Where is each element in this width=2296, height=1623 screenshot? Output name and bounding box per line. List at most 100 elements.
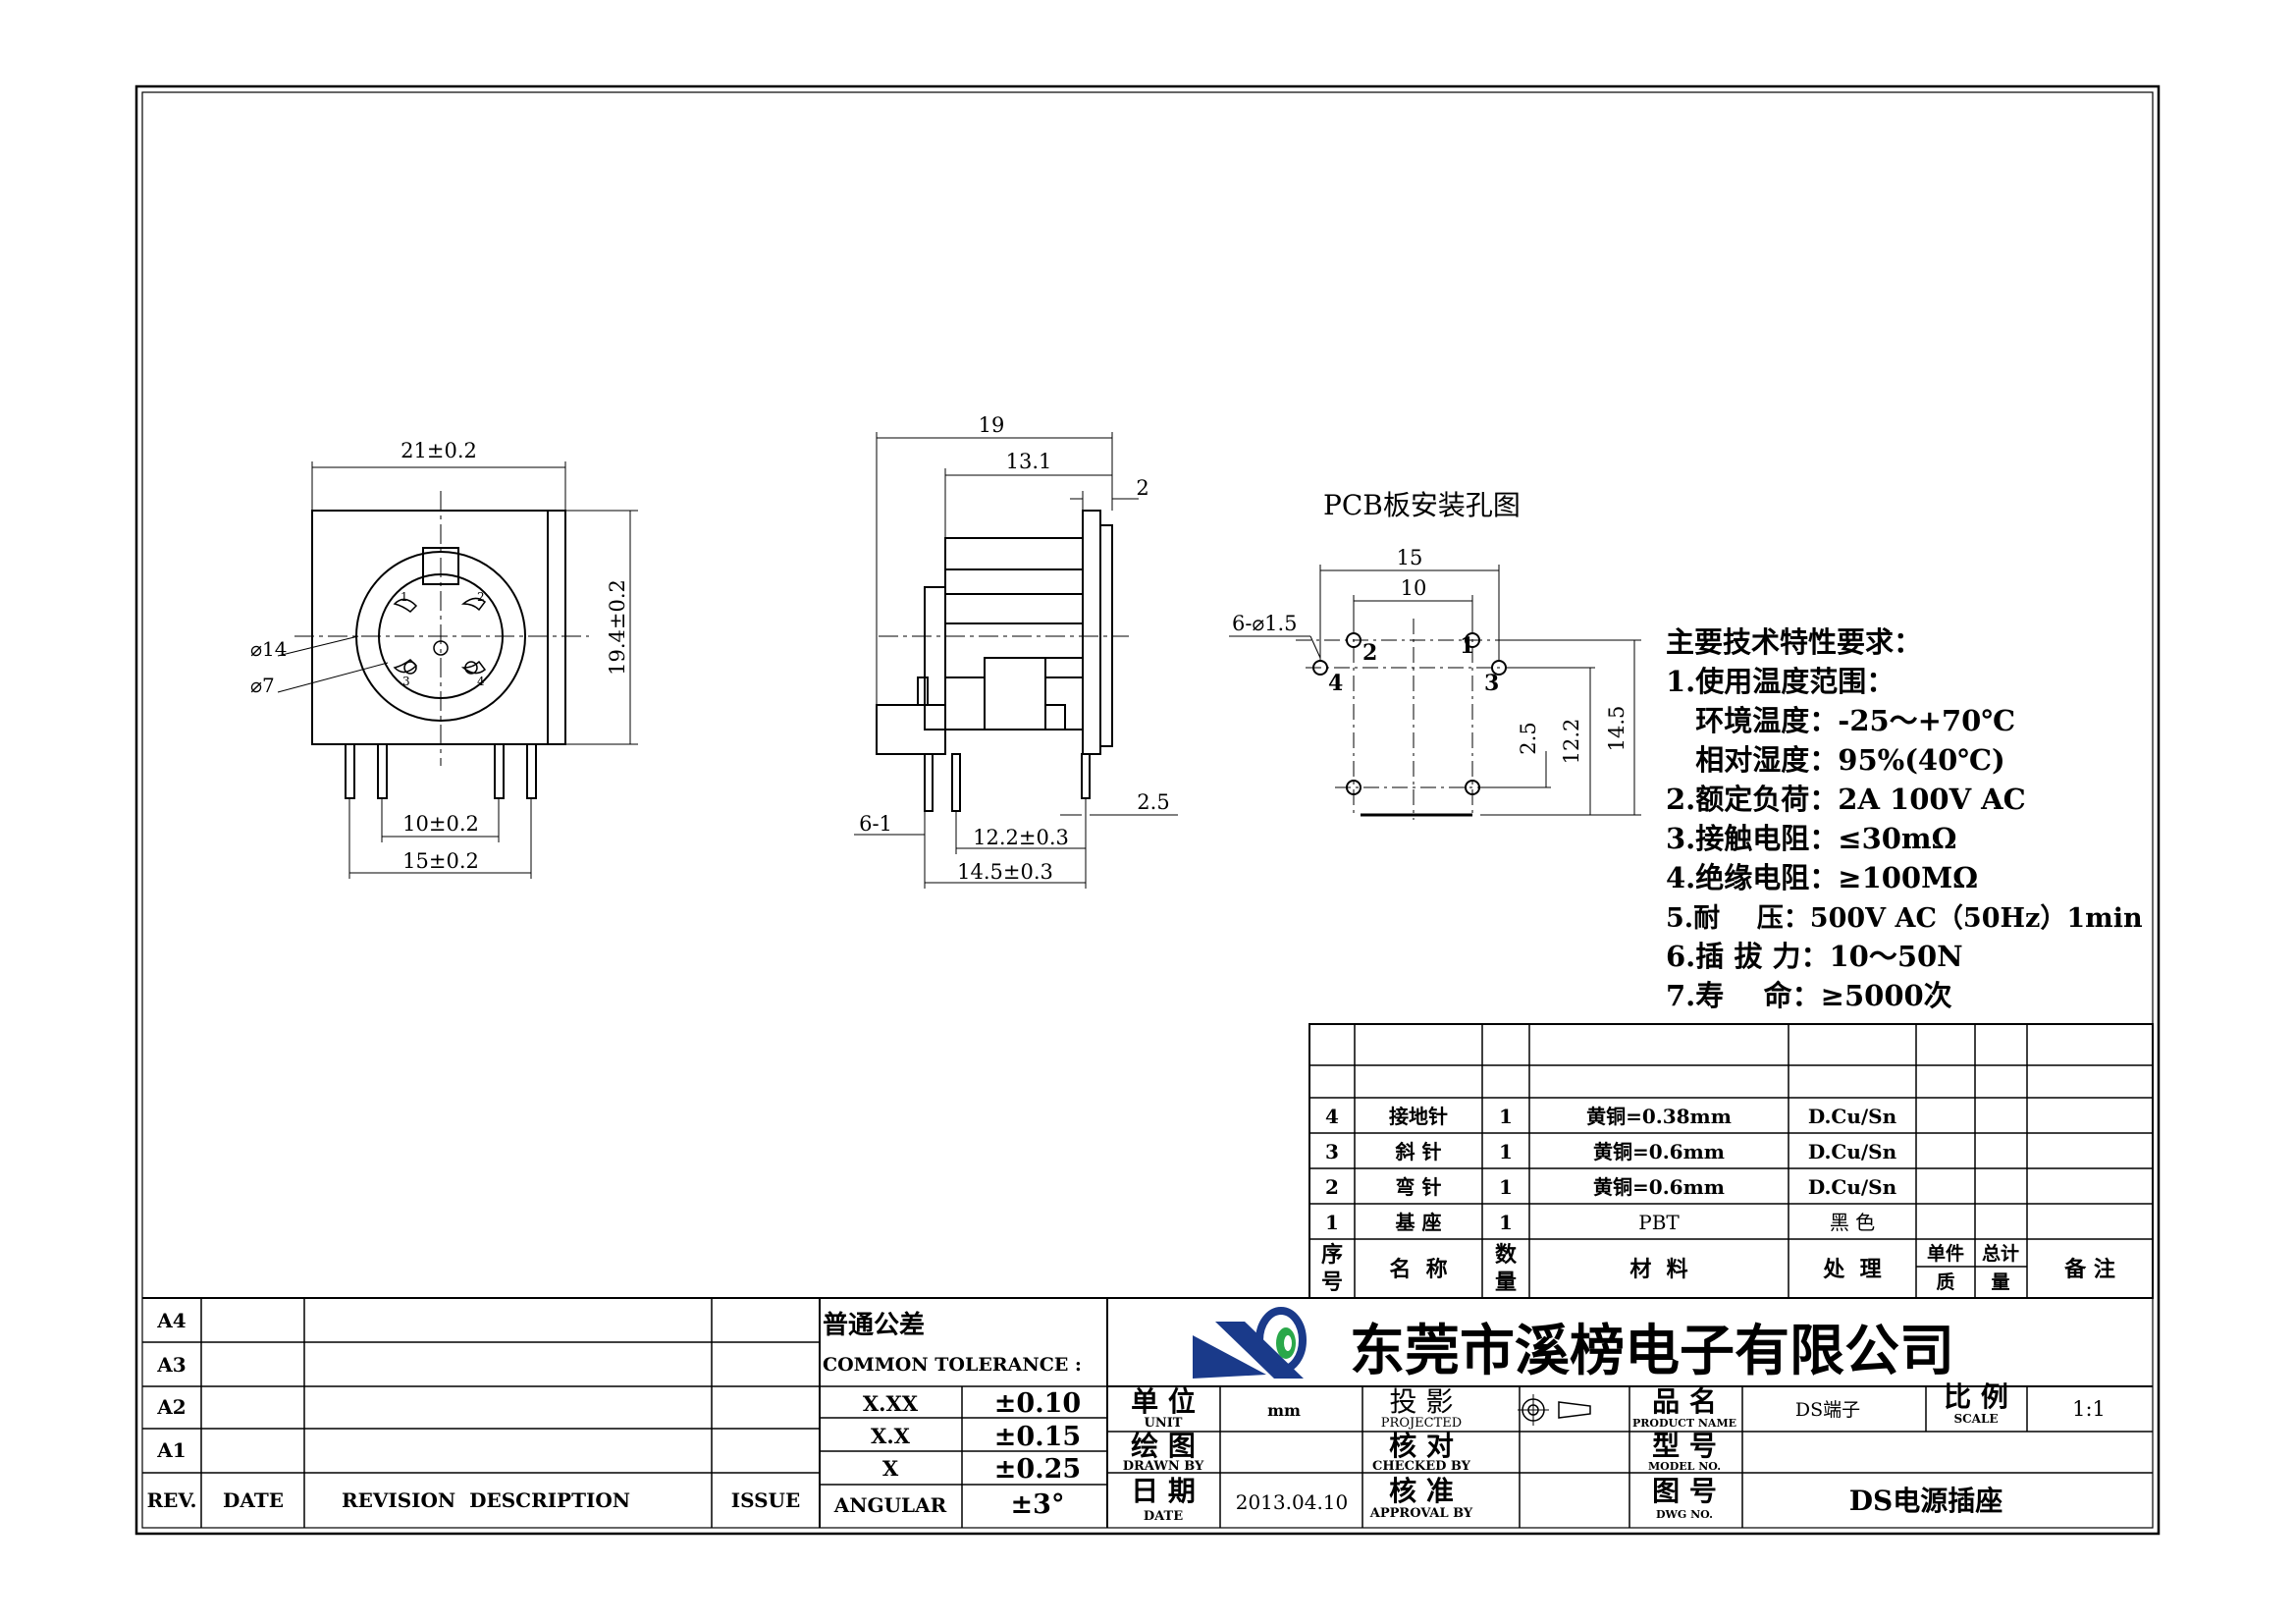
hdr-material: 材 料: [1629, 1257, 1687, 1282]
drawing-no-label-en: DWG NO.: [1656, 1508, 1713, 1521]
pcb-title: PCB板安装孔图: [1323, 489, 1521, 521]
side-dim-2: 2: [1136, 476, 1148, 500]
side-view: [854, 432, 1178, 889]
rev-header-issue: ISSUE: [731, 1488, 801, 1512]
spec-line: 3.接触电阻：≤30mΩ: [1666, 822, 1956, 855]
product-name-label: 品 名: [1652, 1385, 1717, 1418]
pcb-view: [1229, 565, 1641, 820]
pin-number: 4: [477, 675, 485, 688]
bom-name: 斜 针: [1395, 1140, 1442, 1163]
model-label: 型 号: [1652, 1430, 1717, 1462]
pcb-hole-label: 3: [1484, 671, 1499, 696]
bom-header: 序 号 名 称 数 量 材 料 处 理 单件 质 总计 量 备 注: [1321, 1242, 2115, 1295]
bom-material: 黄铜=0.6mm: [1593, 1175, 1725, 1199]
hdr-no: 序: [1321, 1242, 1343, 1268]
date-label-en: DATE: [1144, 1509, 1183, 1524]
date-label: 日 期: [1131, 1475, 1196, 1507]
specs-title: 主要技术特性要求：: [1666, 625, 1922, 659]
scale-label: 比 例: [1944, 1380, 2008, 1413]
front-width-dim: 21±0.2: [400, 439, 477, 462]
pcb-hole-label: 4: [1328, 671, 1343, 696]
product-name-value: DS端子: [1795, 1399, 1860, 1421]
pcb-hole-label: 2: [1362, 640, 1377, 666]
pcb-hole-label: 1: [1460, 633, 1474, 659]
bom-no: 1: [1325, 1211, 1339, 1234]
front-pin-numbers: 1 2 3 4: [400, 590, 485, 688]
date-value: 2013.04.10: [1236, 1490, 1349, 1514]
hdr-name: 名 称: [1389, 1257, 1447, 1282]
side-dim-6-1: 6-1: [859, 812, 892, 836]
pcb-hole-labels: 2 1 4 3: [1328, 633, 1499, 696]
spec-line: 7.寿 命：≥5000次: [1666, 979, 1952, 1012]
hdr-unit-wt: 质: [1936, 1271, 1954, 1293]
model-label-en: MODEL NO.: [1648, 1460, 1721, 1473]
pcb-dim-12-2: 12.2: [1560, 719, 1583, 765]
hdr-total-wt: 量: [1991, 1271, 2009, 1293]
spec-line: 2.额定负荷：2A 100V AC: [1666, 783, 2026, 816]
bom-qty: 1: [1499, 1140, 1513, 1163]
bom-finish: 黑 色: [1830, 1211, 1875, 1234]
unit-label: 单 位: [1131, 1385, 1196, 1418]
tol-val: ±0.25: [994, 1454, 1081, 1485]
checked-by-label: 核 对: [1389, 1430, 1454, 1462]
bom-name: 基 座: [1396, 1211, 1442, 1234]
pin-number: 2: [477, 590, 485, 604]
drawn-by-label-en: DRAWN BY: [1123, 1459, 1204, 1474]
rev-header-rev: REV.: [147, 1488, 197, 1512]
spec-line: 环境温度：-25～+70℃: [1666, 704, 2015, 737]
inner-dia-label: ⌀7: [250, 674, 275, 697]
tol-key: X.XX: [863, 1391, 919, 1416]
tol-val: ±0.15: [994, 1422, 1081, 1452]
tol-val: ±0.10: [994, 1388, 1081, 1419]
pin-number: 1: [400, 590, 408, 604]
hdr-finish: 处 理: [1822, 1257, 1881, 1282]
side-dim-total: 19: [979, 413, 1005, 437]
bom-row: 2 弯 针 1 黄铜=0.6mm D.Cu/Sn: [1325, 1175, 1897, 1199]
pcb-holes-label: 6-⌀1.5: [1232, 612, 1298, 635]
hdr-unit-wt: 单件: [1927, 1242, 1964, 1265]
rev-row-label: A4: [156, 1309, 187, 1332]
front-view: [277, 461, 638, 879]
title-block-labels: 单 位 UNIT mm 投 影 PROJECTED 品 名 PRODUCT NA…: [1123, 1380, 2106, 1524]
tol-key: ANGULAR: [833, 1493, 947, 1517]
company-name: 东莞市溪榜电子有限公司: [1350, 1319, 1954, 1383]
unit-label-en: UNIT: [1145, 1416, 1183, 1431]
spec-line: 6.插 拔 力：10～50N: [1666, 940, 1963, 973]
approval-label: 核 准: [1389, 1475, 1454, 1507]
side-dim-12-2: 12.2±0.3: [973, 826, 1069, 849]
bom-no: 4: [1325, 1105, 1339, 1128]
tolerance-title-cn: 普通公差: [823, 1310, 925, 1340]
outer-dia-label: ⌀14: [250, 637, 288, 661]
spec-line: 5.耐 压：500V AC（50Hz）1min: [1666, 903, 2143, 934]
tolerance-title-en: COMMON TOLERANCE :: [823, 1354, 1082, 1376]
bom-qty: 1: [1499, 1211, 1513, 1234]
bom-row: 3 斜 针 1 黄铜=0.6mm D.Cu/Sn: [1325, 1140, 1897, 1163]
tol-key: X: [882, 1456, 899, 1481]
side-dim-2-5: 2.5: [1137, 790, 1169, 814]
bom-no: 3: [1325, 1140, 1339, 1163]
hdr-no: 号: [1321, 1270, 1343, 1295]
pcb-dim-10: 10: [1401, 576, 1427, 600]
tolerance-rows: X.XX ±0.10 X.X ±0.15 X ±0.25 ANGULAR ±3°: [833, 1388, 1081, 1520]
bom-row: 1 基 座 1 PBT 黑 色: [1325, 1211, 1875, 1234]
scale-value: 1:1: [2072, 1397, 2106, 1421]
inner-frame: [141, 91, 2154, 1529]
bom-no: 2: [1325, 1175, 1339, 1199]
spec-line: 1.使用温度范围：: [1666, 665, 1895, 698]
company-logo: [1193, 1307, 1307, 1379]
bom-name: 接地针: [1389, 1105, 1448, 1128]
bom-finish: D.Cu/Sn: [1808, 1140, 1897, 1163]
bom-finish: D.Cu/Sn: [1808, 1175, 1897, 1199]
spec-line: 4.绝缘电阻：≥100MΩ: [1666, 861, 1978, 894]
front-height-dim: 19.4±0.2: [606, 579, 629, 676]
pcb-dim-15: 15: [1397, 546, 1423, 569]
pcb-dim-14-5: 14.5: [1605, 706, 1629, 752]
bom-row: 4 接地针 1 黄铜=0.38mm D.Cu/Sn: [1325, 1105, 1897, 1128]
rev-row-label: A3: [156, 1353, 186, 1377]
drawing-no-label: 图 号: [1652, 1475, 1717, 1507]
rev-row-label: A2: [156, 1395, 186, 1419]
drawn-by-label: 绘 图: [1131, 1430, 1196, 1462]
bom-qty: 1: [1499, 1105, 1513, 1128]
side-dim-14-5: 14.5±0.3: [957, 860, 1053, 884]
rev-header-desc: REVISION DESCRIPTION: [342, 1488, 630, 1512]
